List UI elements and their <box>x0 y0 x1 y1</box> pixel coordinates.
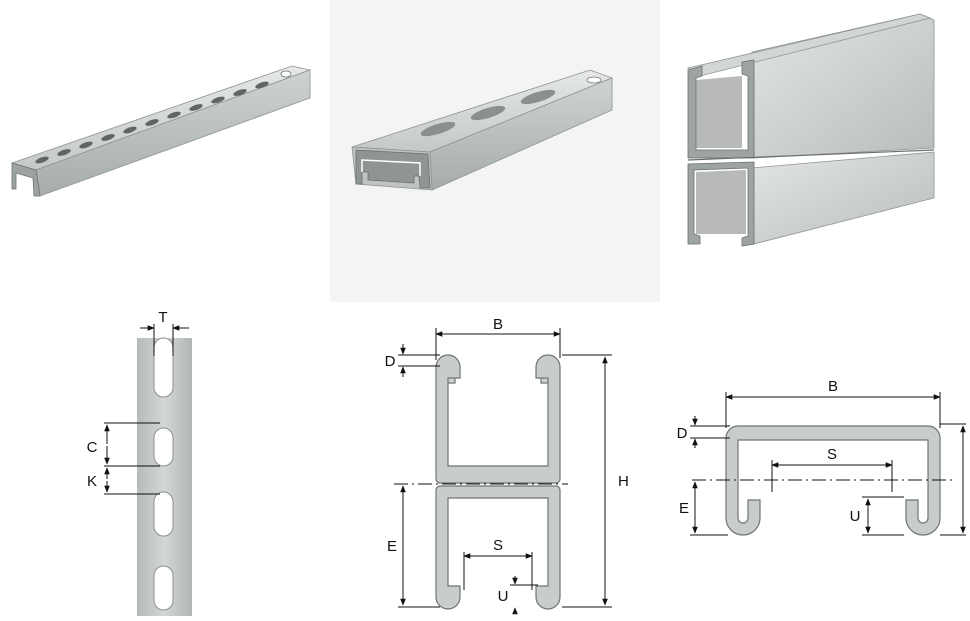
dim-label-u: U <box>498 588 509 605</box>
dim-label-t: T <box>158 309 167 326</box>
double-channel-photo <box>687 13 935 247</box>
dim-label-d: D <box>677 425 688 442</box>
dim-label-b: B <box>828 378 838 395</box>
top-slots <box>420 76 602 137</box>
dim-label-h: H <box>618 473 629 490</box>
channel-section <box>725 425 941 536</box>
slotted-channel-photo <box>10 65 312 197</box>
dim-label-k: K <box>87 473 97 490</box>
channel-photo <box>330 0 660 302</box>
dim-label-s: S <box>827 446 837 463</box>
slot-spacing-drawing: T C K <box>87 309 192 616</box>
lower-channel-section <box>435 485 561 610</box>
dim-label-s: S <box>493 537 503 554</box>
dim-label-e: E <box>387 538 397 555</box>
dim-label-d: D <box>385 353 396 370</box>
dim-label-u: U <box>850 508 861 525</box>
slot-holes <box>35 70 292 164</box>
upper-channel-section <box>439 363 556 481</box>
single-section-drawing: B D S E U <box>677 378 966 536</box>
double-section-drawing: B D H E S U <box>385 316 629 615</box>
dim-label-b: B <box>493 316 503 333</box>
dim-label-c: C <box>87 439 98 456</box>
dim-label-e: E <box>679 500 689 517</box>
strip-slots <box>153 337 174 611</box>
